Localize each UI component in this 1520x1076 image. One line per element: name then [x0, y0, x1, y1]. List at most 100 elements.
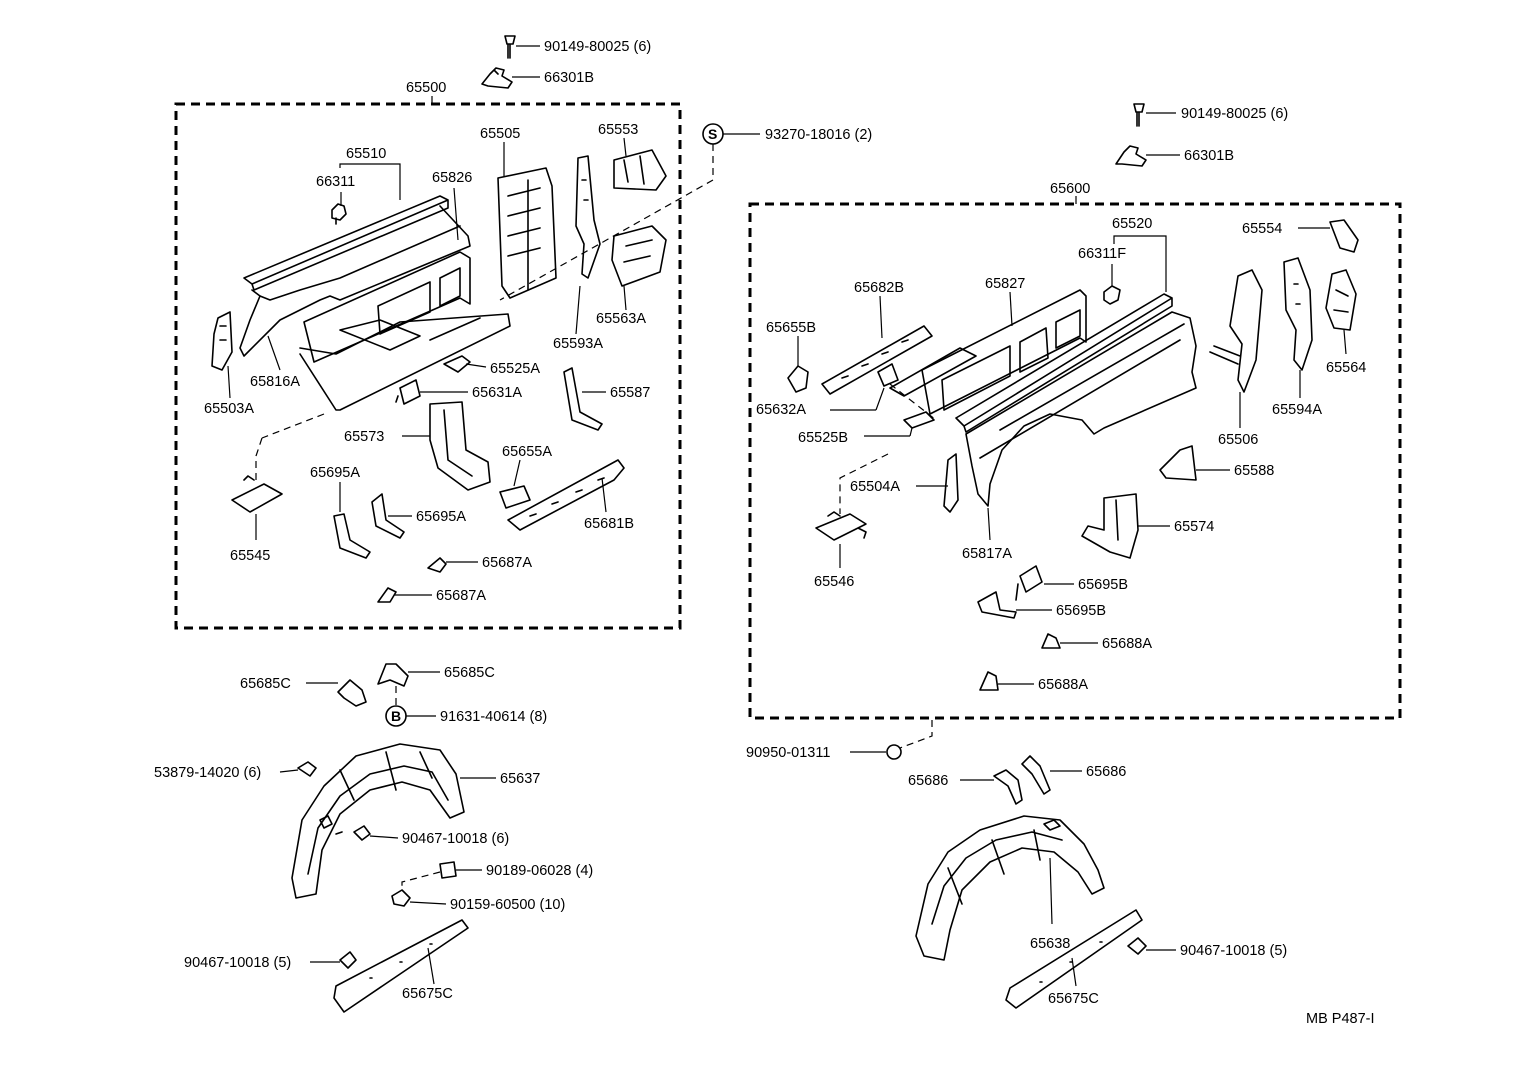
label-65600[interactable]: 65600 [1050, 181, 1090, 197]
label-65826[interactable]: 65826 [432, 170, 472, 186]
label-65504a[interactable]: 65504A [850, 479, 900, 495]
member-65681b[interactable] [507, 459, 625, 531]
bracket-65504a[interactable] [943, 453, 959, 513]
bracket-65573[interactable] [429, 401, 491, 491]
label-65687a-1[interactable]: 65687A [482, 555, 532, 571]
rail-65520[interactable] [955, 293, 1173, 433]
panel-65563a[interactable] [611, 225, 667, 287]
label-66301b-right[interactable]: 66301B [1184, 148, 1234, 164]
bracket-65574[interactable] [1081, 493, 1139, 559]
plate-65546[interactable] [815, 511, 867, 541]
bracket-65686-2[interactable] [1021, 755, 1051, 795]
clip-66301b-left[interactable] [481, 67, 513, 89]
bracket-65587[interactable] [563, 367, 603, 431]
label-65638[interactable]: 65638 [1030, 936, 1070, 952]
bed-floor-right[interactable] [889, 347, 977, 397]
label-65688a-1[interactable]: 65688A [1102, 636, 1152, 652]
label-65682b[interactable]: 65682B [854, 280, 904, 296]
bracket-65631a[interactable] [395, 379, 421, 405]
bracket-65655a[interactable] [499, 485, 531, 509]
label-65588[interactable]: 65588 [1234, 463, 1274, 479]
label-90467-10018-five-left[interactable]: 90467-10018 (5) [184, 955, 291, 971]
label-65525b[interactable]: 65525B [798, 430, 848, 446]
label-65687a-2[interactable]: 65687A [436, 588, 486, 604]
bracket-65655b[interactable] [787, 365, 809, 393]
bracket-65588[interactable] [1159, 445, 1197, 481]
label-65681b[interactable]: 65681B [584, 516, 634, 532]
rail-65510[interactable] [243, 195, 449, 291]
clip-65687a-2[interactable] [377, 587, 397, 603]
label-65685c-2[interactable]: 65685C [444, 665, 495, 681]
bracket-65695a-1[interactable] [333, 513, 371, 559]
label-66311f[interactable]: 66311F [1078, 246, 1126, 262]
label-66311[interactable]: 66311 [316, 174, 355, 190]
bracket-65525b[interactable] [903, 411, 935, 429]
label-65695a-2[interactable]: 65695A [416, 509, 466, 525]
label-65655b[interactable]: 65655B [766, 320, 816, 336]
label-65685c-1[interactable]: 65685C [240, 676, 291, 692]
panel-65506[interactable] [1209, 269, 1263, 393]
pillar-65594a[interactable] [1283, 257, 1313, 371]
label-65573[interactable]: 65573 [344, 429, 384, 445]
wheel-housing-65637[interactable] [291, 743, 465, 899]
label-65816a[interactable]: 65816A [250, 374, 300, 390]
bracket-65553[interactable] [613, 149, 667, 191]
label-65553[interactable]: 65553 [598, 122, 638, 138]
bracket-65564[interactable] [1325, 269, 1357, 331]
label-90467-10018-five-right[interactable]: 90467-10018 (5) [1180, 943, 1287, 959]
clip-90467-10018-five-right[interactable] [1127, 937, 1147, 955]
side-panel-65816a[interactable] [239, 205, 471, 357]
label-65817a[interactable]: 65817A [962, 546, 1012, 562]
label-65503a[interactable]: 65503A [204, 401, 254, 417]
label-65546[interactable]: 65546 [814, 574, 854, 590]
label-53879-14020[interactable]: 53879-14020 (6) [154, 765, 261, 781]
label-65594a[interactable]: 65594A [1272, 402, 1322, 418]
seal-65675c-left[interactable] [333, 919, 469, 1013]
label-66301b-left[interactable]: 66301B [544, 70, 594, 86]
bracket-65695b-2[interactable] [977, 591, 1017, 619]
nut-90950-01311[interactable] [886, 744, 902, 760]
bed-floor-left[interactable] [299, 313, 511, 411]
label-65631a[interactable]: 65631A [472, 385, 522, 401]
label-65510[interactable]: 65510 [346, 146, 386, 162]
label-93270-18016[interactable]: 93270-18016 (2) [765, 127, 872, 143]
label-65545[interactable]: 65545 [230, 548, 270, 564]
bracket-65554[interactable] [1329, 219, 1359, 253]
label-65686-2[interactable]: 65686 [1086, 764, 1126, 780]
clip-66301b-right[interactable] [1115, 145, 1147, 167]
label-91631-40614[interactable]: 91631-40614 (8) [440, 709, 547, 725]
label-65695b-2[interactable]: 65695B [1056, 603, 1106, 619]
clip-65688a-2[interactable] [979, 671, 999, 691]
label-90159-60500[interactable]: 90159-60500 (10) [450, 897, 565, 913]
label-65695b-1[interactable]: 65695B [1078, 577, 1128, 593]
seal-65675c-right[interactable] [1005, 909, 1143, 1009]
label-65695a-1[interactable]: 65695A [310, 465, 360, 481]
label-65554[interactable]: 65554 [1242, 221, 1282, 237]
clip-90467-10018-five-left[interactable] [339, 951, 357, 969]
label-65593a[interactable]: 65593A [553, 336, 603, 352]
clip-66311[interactable] [331, 203, 347, 225]
label-90149-80025-right[interactable]: 90149-80025 (6) [1181, 106, 1288, 122]
clip-65685c-2[interactable] [377, 663, 409, 687]
member-65682b[interactable] [821, 325, 933, 395]
wheel-housing-65638[interactable] [915, 815, 1105, 961]
inner-panel-65827[interactable] [921, 289, 1087, 415]
screw-90149-80025-right[interactable] [1133, 103, 1145, 127]
label-65574[interactable]: 65574 [1174, 519, 1214, 535]
clip-53879-14020[interactable] [297, 761, 317, 777]
bracket-65695a-2[interactable] [371, 493, 405, 539]
screw-90189-06028[interactable] [439, 861, 457, 879]
bracket-65695b-1[interactable] [1015, 565, 1043, 601]
clip-65688a-1[interactable] [1041, 633, 1061, 649]
bolt-90159-60500[interactable] [391, 889, 411, 907]
label-90950-01311[interactable]: 90950-01311 [746, 745, 830, 761]
label-90189-06028[interactable]: 90189-06028 (4) [486, 863, 593, 879]
label-65688a-2[interactable]: 65688A [1038, 677, 1088, 693]
label-65686-1[interactable]: 65686 [908, 773, 948, 789]
label-65505[interactable]: 65505 [480, 126, 520, 142]
label-65827[interactable]: 65827 [985, 276, 1025, 292]
inner-panel-65826[interactable] [303, 251, 471, 363]
label-65637[interactable]: 65637 [500, 771, 540, 787]
label-65525a[interactable]: 65525A [490, 361, 540, 377]
plate-65545[interactable] [231, 475, 283, 513]
